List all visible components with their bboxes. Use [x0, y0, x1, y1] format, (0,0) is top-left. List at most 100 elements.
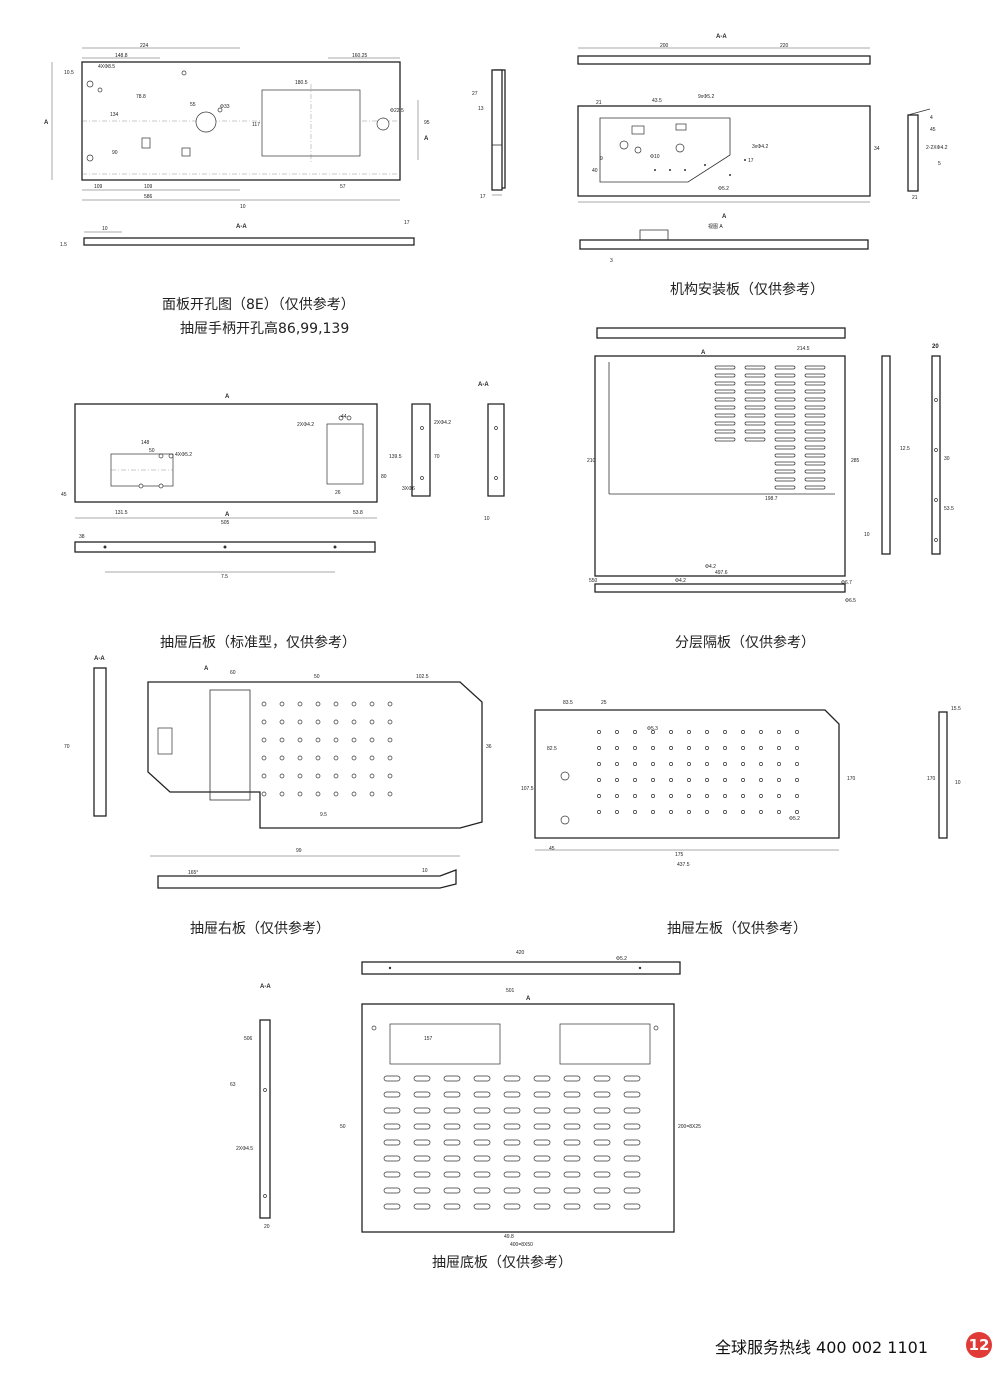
right-dim-155: 70	[64, 744, 70, 750]
vent-hole	[369, 701, 375, 707]
vent-slot	[563, 1187, 581, 1194]
bottom-side-dim-2x4-5: 63	[230, 1082, 236, 1088]
vent-slot	[383, 1171, 401, 1178]
left-side-dim-10: 10	[955, 780, 961, 786]
vent-hole	[669, 778, 673, 782]
left-dim-437-5: 437.5	[677, 862, 690, 868]
back-dim-4x5-2: 4XΦ5.2	[175, 452, 192, 458]
vent-hole	[705, 746, 709, 750]
vent-slot	[593, 1203, 611, 1210]
right-bottom-profile: 10 165°	[157, 868, 457, 889]
vent-slot	[804, 429, 826, 434]
panel-caption: 面板开孔图（8E）（仅供参考）	[162, 297, 355, 313]
back-dim-148: 148	[141, 440, 150, 446]
vent-hole	[351, 773, 357, 779]
vent-hole	[279, 737, 285, 743]
vent-hole	[261, 701, 267, 707]
vent-hole	[315, 701, 321, 707]
vent-slot	[744, 373, 766, 378]
panel-subcaption: 抽屉手柄开孔高86,99,139	[180, 321, 350, 337]
vent-hole	[669, 810, 673, 814]
vent-slot	[383, 1091, 401, 1098]
vent-hole	[369, 773, 375, 779]
vent-hole	[615, 778, 619, 782]
left-side-dim-15-5: 15.5	[951, 706, 961, 712]
back-side-dim-3x6: 3XΦ6	[402, 486, 415, 492]
back-side-dim-38: 10	[484, 516, 490, 522]
vent-hole	[369, 791, 375, 797]
back-side-profiles: A-A 2XΦ4.2 70 3XΦ6 10	[402, 382, 505, 522]
vent-hole	[687, 778, 691, 782]
vent-slot	[413, 1171, 431, 1178]
bottom-dim-501: 501	[506, 988, 515, 994]
panel-dim-1: 224	[140, 43, 149, 49]
vent-hole	[777, 794, 781, 798]
back-side-dim-2x4-2: 2XΦ4.2	[434, 420, 451, 426]
right-dim-60: 60	[230, 670, 236, 676]
back-plate-outline	[74, 403, 378, 503]
vent-slot	[744, 397, 766, 402]
vent-slot	[623, 1091, 641, 1098]
divider-section-label: 20	[932, 344, 939, 350]
vent-hole	[297, 701, 303, 707]
vent-slot	[804, 453, 826, 458]
vent-slot	[593, 1091, 611, 1098]
vent-slot	[804, 445, 826, 450]
vent-hole	[723, 778, 727, 782]
vent-slot	[443, 1155, 461, 1162]
bottom-section-label: A-A	[260, 984, 271, 990]
vent-slot	[473, 1171, 491, 1178]
vent-slot	[593, 1155, 611, 1162]
back-side-dim-70: 70	[434, 454, 440, 460]
vent-hole	[333, 773, 339, 779]
vent-hole	[687, 810, 691, 814]
vent-slot	[623, 1107, 641, 1114]
panel-dim-7: Φ33	[220, 104, 230, 110]
vent-slot	[804, 437, 826, 442]
vent-slot	[714, 389, 736, 394]
vent-hole	[261, 773, 267, 779]
divider-dim-198-7: 198.7	[765, 496, 778, 502]
vent-hole	[705, 762, 709, 766]
bottom-side-dim-20: 20	[264, 1224, 270, 1230]
vent-slot	[503, 1075, 521, 1082]
left-plate-drawing: 83.5 25 Φ5.3 82.5 170 107.5 Φ5.2 45 175 …	[521, 700, 856, 868]
mech-dim-81: 40	[592, 168, 598, 174]
panel-arrow-label-a: A	[44, 120, 49, 126]
vent-hole	[705, 730, 709, 734]
vent-slot	[774, 365, 796, 370]
vent-slot	[714, 365, 736, 370]
vent-slot	[473, 1107, 491, 1114]
vent-slot	[774, 421, 796, 426]
back-dim-80: 80	[381, 474, 387, 480]
vent-slot	[563, 1139, 581, 1146]
vent-slot	[413, 1155, 431, 1162]
vent-slot	[533, 1139, 551, 1146]
vent-hole	[777, 778, 781, 782]
vent-hole	[615, 746, 619, 750]
vent-hole	[369, 719, 375, 725]
panel-section-view: A-A 10 17 1.5	[60, 220, 415, 248]
left-dim-83-5: 83.5	[563, 700, 573, 706]
vent-slot	[804, 413, 826, 418]
vent-hole	[723, 794, 727, 798]
mech-dim-phi10: 9	[600, 156, 603, 162]
panel-section-label: A-A	[236, 224, 247, 230]
panel-cutout-drawing: 224 148.8 10.5 4XΦ8.5 78.8 55 Φ33 180.5 …	[44, 43, 506, 248]
back-dim-3x5-2: 38	[79, 534, 85, 540]
vent-slot	[623, 1171, 641, 1178]
vent-slot	[503, 1187, 521, 1194]
vent-slot	[413, 1075, 431, 1082]
vent-hole	[633, 794, 637, 798]
vent-hole	[723, 762, 727, 766]
back-dim-131-5: 131.5	[115, 510, 128, 516]
panel-dim-17: 109	[94, 184, 103, 190]
vent-slot	[774, 397, 796, 402]
vent-slot	[413, 1187, 431, 1194]
vent-slot	[563, 1155, 581, 1162]
vent-hole	[387, 755, 393, 761]
left-dim-phi5-2: Φ5.2	[789, 816, 800, 822]
vent-slot	[533, 1155, 551, 1162]
mech-dim-9x5-2: 43.5	[652, 98, 662, 104]
vent-slot	[443, 1139, 461, 1146]
